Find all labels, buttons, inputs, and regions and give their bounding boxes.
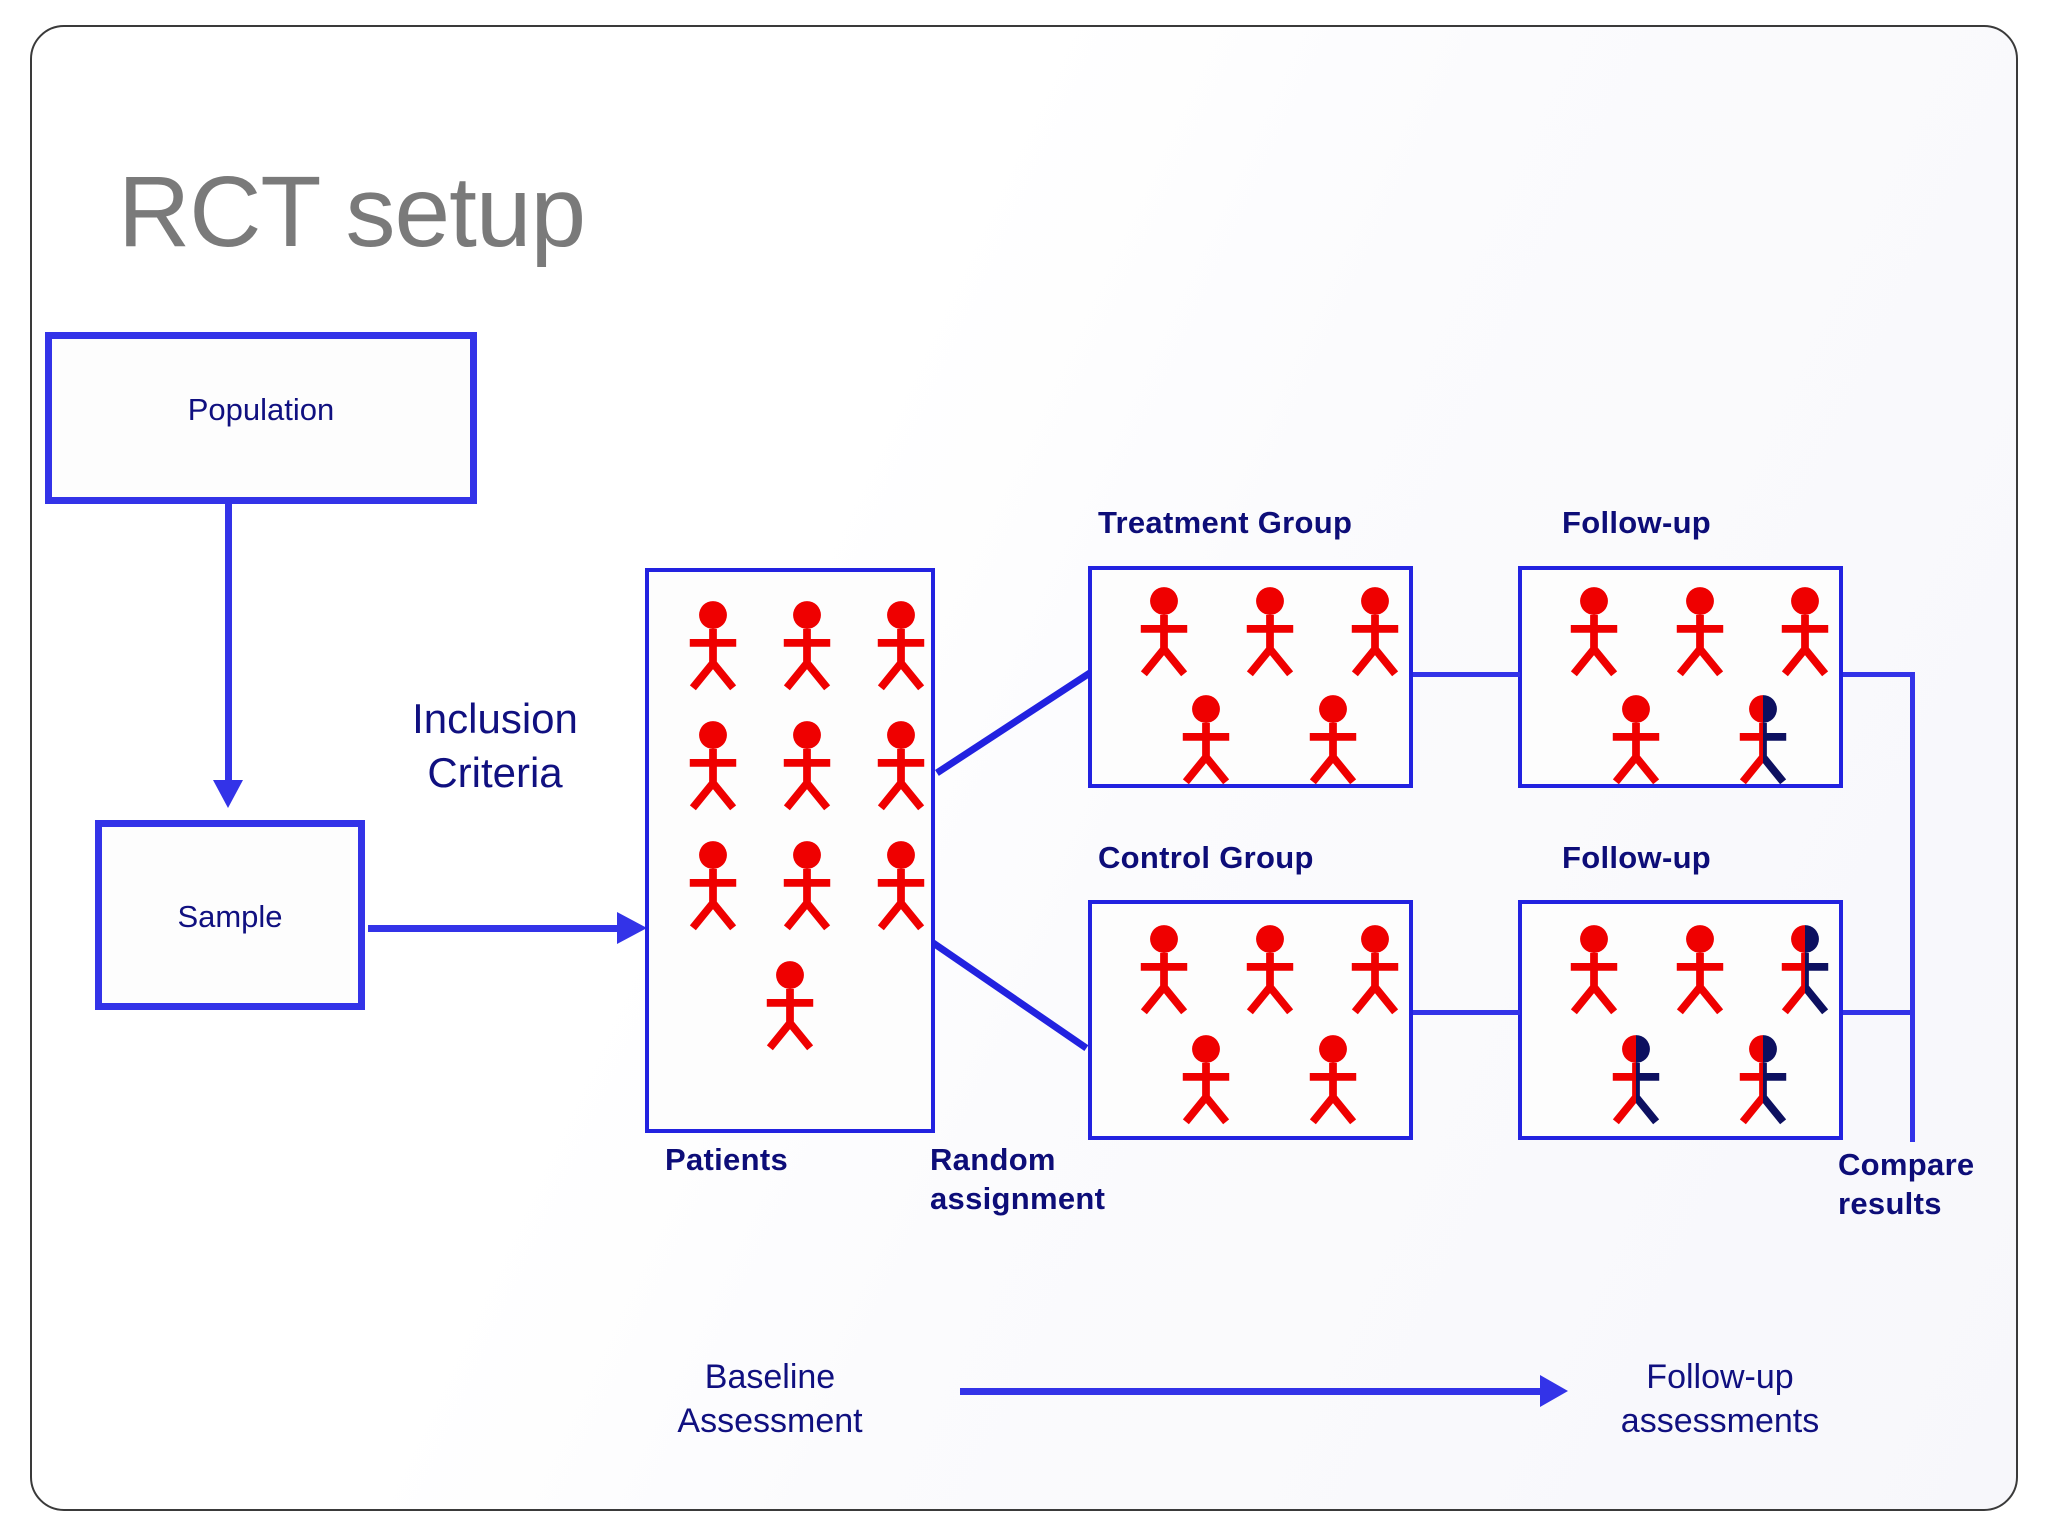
stick-figure-icon (1246, 925, 1293, 1015)
stick-figure-icon (766, 961, 814, 1051)
population-box[interactable]: Population (45, 332, 477, 504)
patients-label: Patients (665, 1142, 788, 1177)
sample-label: Sample (177, 899, 283, 934)
stick-figure-row (649, 598, 965, 694)
link-control-followup (1413, 1010, 1520, 1015)
followup-top-label: Follow-up (1562, 505, 1712, 540)
followup-top-box[interactable] (1518, 566, 1843, 788)
stick-figure-icon (1246, 587, 1293, 677)
compare-results-line2: results (1838, 1186, 1942, 1222)
stick-figure-row (1092, 584, 1447, 680)
stick-figure-icon (877, 841, 925, 931)
stick-figure-row (1522, 584, 1877, 680)
stick-figure-icon (1781, 925, 1829, 1015)
stick-figure-row (1522, 1032, 1902, 1128)
branch-line-control (931, 940, 1088, 1051)
random-assignment-line1: Random (930, 1142, 1056, 1177)
stick-figure-row (649, 718, 965, 814)
stick-figure-icon (689, 841, 737, 931)
baseline-line1: Baseline (704, 1358, 836, 1396)
stick-figure-icon (1309, 695, 1356, 785)
stick-figure-row (1092, 922, 1447, 1018)
stick-figure-icon (877, 601, 925, 691)
stick-figure-icon (1613, 1035, 1660, 1125)
treatment-group-label: Treatment Group (1098, 505, 1353, 540)
stick-figure-row (1522, 692, 1902, 788)
stick-figure-icon (783, 841, 831, 931)
page-title: RCT setup (118, 156, 586, 268)
stick-figure-icon (1351, 587, 1399, 677)
stick-figure-icon (689, 721, 737, 811)
link-treatment-followup (1413, 672, 1520, 677)
followup-bottom-label: Follow-up (1562, 840, 1712, 875)
stick-figure-row (649, 958, 931, 1054)
stick-figure-icon (1351, 925, 1399, 1015)
collector-line-vertical (1910, 672, 1915, 1142)
stick-figure-icon (877, 721, 925, 811)
compare-results-label: Compare results (1838, 1145, 1974, 1223)
stick-figure-icon (1739, 1035, 1786, 1125)
stick-figure-row (1092, 1032, 1472, 1128)
baseline-line2: Assessment (677, 1402, 863, 1441)
timeline-arrow-icon (960, 1388, 1550, 1395)
stick-figure-icon (1676, 587, 1723, 677)
stick-figure-icon (1309, 1035, 1356, 1125)
treatment-group-box[interactable] (1088, 566, 1413, 788)
stick-figure-icon (1183, 695, 1230, 785)
stick-figure-row (1092, 692, 1472, 788)
arrow-right-head-icon (617, 912, 647, 944)
patients-box[interactable] (645, 568, 935, 1133)
followup-assessments-label: Follow-up assessments (1600, 1355, 1840, 1443)
arrow-down-head-icon (213, 780, 243, 808)
control-group-box[interactable] (1088, 900, 1413, 1140)
stick-figure-icon (1739, 695, 1786, 785)
stick-figure-icon (1140, 925, 1188, 1015)
stick-figure-icon (1183, 1035, 1230, 1125)
arrow-right-icon (368, 925, 638, 932)
followup-line1: Follow-up (1646, 1358, 1794, 1396)
collector-line-top (1843, 672, 1915, 677)
timeline-arrow-head-icon (1540, 1375, 1568, 1407)
stick-figure-row (649, 838, 965, 934)
arrow-down-icon (225, 504, 232, 786)
inclusion-criteria-label: Inclusion Criteria (412, 695, 578, 796)
followup-line2: assessments (1620, 1402, 1820, 1441)
stick-figure-icon (1781, 587, 1829, 677)
collector-line-bottom (1843, 1010, 1915, 1015)
population-label: Population (187, 392, 335, 427)
stick-figure-row (1522, 922, 1877, 1018)
sample-box[interactable]: Sample (95, 820, 365, 1010)
compare-results-line1: Compare (1838, 1147, 1975, 1182)
baseline-assessment-label: Baseline Assessment (655, 1355, 885, 1443)
stick-figure-icon (1140, 587, 1188, 677)
random-assignment-line2: assignment (930, 1181, 1106, 1217)
stick-figure-icon (1676, 925, 1723, 1015)
stick-figure-icon (689, 601, 737, 691)
stick-figure-icon (1570, 587, 1618, 677)
stick-figure-icon (1570, 925, 1618, 1015)
control-group-label: Control Group (1098, 840, 1314, 875)
followup-bottom-box[interactable] (1518, 900, 1843, 1140)
stick-figure-icon (1613, 695, 1660, 785)
stick-figure-icon (783, 721, 831, 811)
random-assignment-label: Random assignment (930, 1140, 1105, 1218)
stick-figure-icon (783, 601, 831, 691)
